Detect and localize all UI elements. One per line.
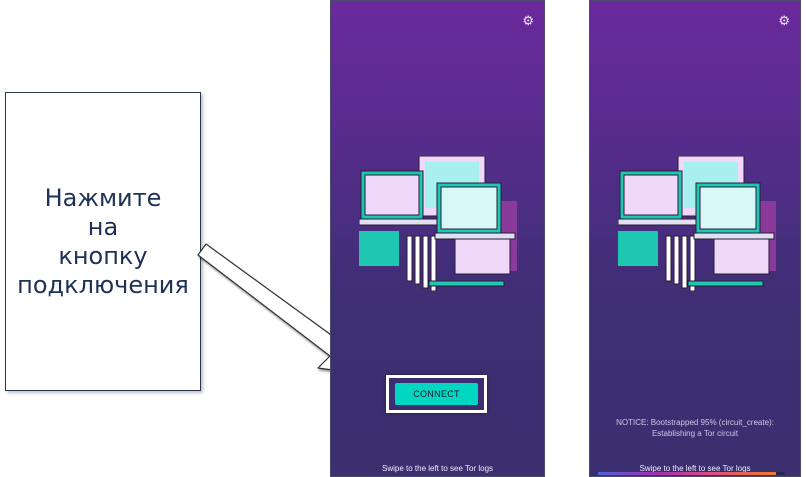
network-illustration xyxy=(618,156,776,291)
progress-fill xyxy=(598,472,776,475)
gear-icon[interactable]: ⚙ xyxy=(778,13,790,28)
phone-screen-connect: ⚙ CONNECT Swipe to the left to see Tor l… xyxy=(330,0,545,477)
connect-button[interactable]: CONNECT xyxy=(395,383,478,405)
phone-screen-progress: ⚙ NOTICE: Bootstrapped 95% (circuit_crea… xyxy=(589,0,801,477)
bootstrap-notice: NOTICE: Bootstrapped 95% (circuit_create… xyxy=(616,418,774,438)
instruction-callout: Нажмите на кнопку подключения xyxy=(5,92,201,391)
network-illustration xyxy=(359,156,517,291)
bootstrap-progress-bar xyxy=(598,472,785,475)
highlight-frame xyxy=(386,375,487,413)
swipe-hint: Swipe to the left to see Tor logs xyxy=(639,464,751,473)
callout-text: Нажмите на кнопку подключения xyxy=(17,183,189,299)
swipe-hint: Swipe to the left to see Tor logs xyxy=(381,464,494,473)
gear-icon[interactable]: ⚙ xyxy=(522,13,534,28)
